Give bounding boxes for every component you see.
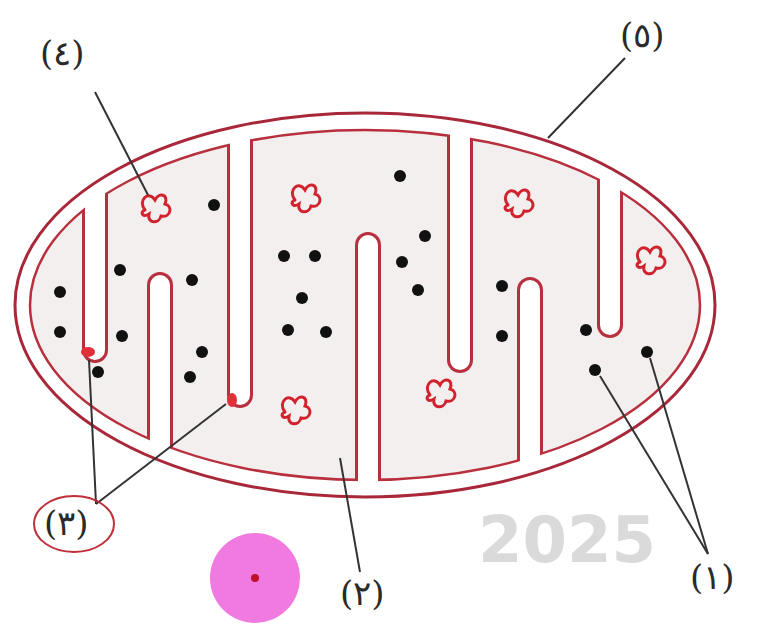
dna-strands [142,185,665,424]
leader-lines [89,58,708,572]
watermark: 2025 [478,508,656,572]
highlight-ring [34,496,114,552]
callout-number: (٢) [340,576,385,610]
crista-tip-particles [81,347,237,407]
marker-dot [251,574,259,582]
callout-number: (٣) [44,506,89,540]
cristae-space [95,100,610,510]
cristae-outline [95,100,610,510]
callout-number: (١) [690,560,735,594]
callout-number: (٤) [40,36,85,70]
pink-marker [210,533,300,623]
ribosome-dots [54,170,653,383]
callout-number: (٥) [620,18,665,52]
